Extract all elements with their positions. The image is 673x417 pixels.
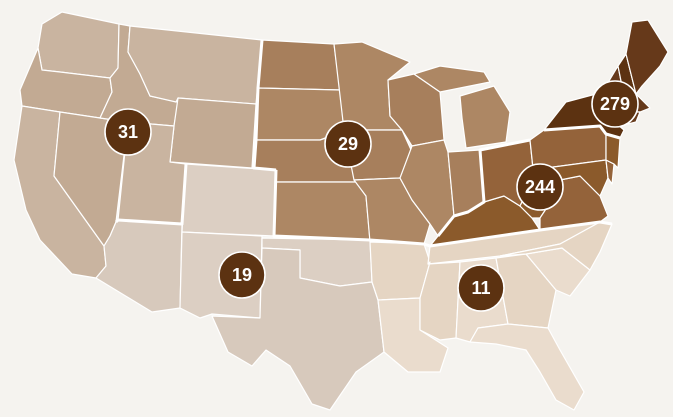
- state-maine[interactable]: [625, 19, 669, 95]
- boundary-mw-se: [369, 238, 431, 248]
- region-boundaries: [114, 39, 621, 248]
- state-michigan-upper[interactable]: [413, 65, 491, 93]
- badge-southeast-circle: [457, 264, 505, 312]
- state-kansas[interactable]: [273, 181, 371, 241]
- badge-northwest[interactable]: 31: [104, 108, 152, 156]
- boundary-nw-sw: [114, 163, 188, 226]
- state-colorado[interactable]: [181, 163, 277, 237]
- boundary-ma-ne: [543, 124, 621, 140]
- region-badges: 31 19 29 11 244 279: [104, 80, 639, 312]
- badge-northeast[interactable]: 279: [591, 80, 639, 128]
- badge-midwest-circle: [324, 120, 372, 168]
- boundary-ma-se: [429, 220, 613, 248]
- badge-southeast[interactable]: 11: [457, 264, 505, 312]
- state-washington[interactable]: [37, 11, 120, 79]
- state-florida[interactable]: [469, 323, 585, 411]
- badge-southwest-label: 19: [232, 265, 252, 285]
- badge-midatlantic[interactable]: 244: [516, 163, 564, 211]
- badge-southwest[interactable]: 19: [218, 251, 266, 299]
- badge-northwest-circle: [104, 108, 152, 156]
- region-southeast[interactable]: [369, 221, 613, 411]
- boundary-sw-mw: [272, 169, 371, 242]
- state-michigan[interactable]: [459, 85, 511, 149]
- boundary-mw-ma: [436, 138, 531, 237]
- badge-midwest-label: 29: [338, 134, 358, 154]
- state-north-dakota[interactable]: [257, 39, 341, 91]
- badge-northwest-label: 31: [118, 122, 138, 142]
- region-northwest[interactable]: [13, 11, 263, 279]
- state-wyoming[interactable]: [169, 97, 257, 169]
- state-montana[interactable]: [127, 25, 263, 105]
- boundary-nw-mw: [252, 39, 277, 172]
- state-texas[interactable]: [211, 247, 385, 411]
- badge-southwest-circle: [218, 251, 266, 299]
- badge-northeast-circle: [591, 80, 639, 128]
- state-arkansas[interactable]: [369, 241, 431, 301]
- badge-northeast-label: 279: [600, 94, 630, 114]
- badge-southeast-label: 11: [471, 278, 490, 298]
- badge-midatlantic-label: 244: [525, 177, 555, 197]
- badge-midwest[interactable]: 29: [324, 120, 372, 168]
- state-north-carolina[interactable]: [499, 221, 613, 271]
- badge-midatlantic-circle: [516, 163, 564, 211]
